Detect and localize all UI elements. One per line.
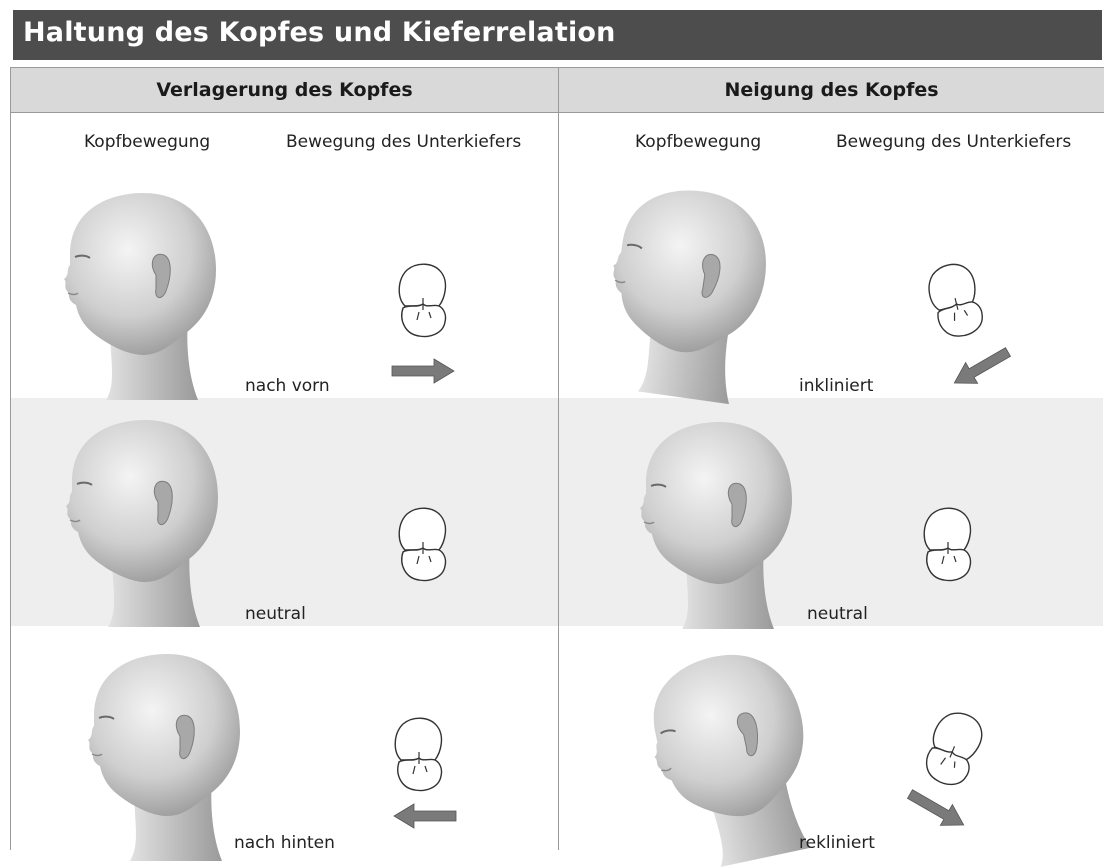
page-title: Haltung des Kopfes und Kieferrelation — [23, 17, 616, 48]
head-neutral-right-illustration — [624, 424, 804, 634]
label-forward: nach vorn — [245, 376, 330, 396]
column-divider — [558, 67, 559, 850]
jaw-neutral-left-illustration — [395, 512, 465, 592]
left-subheading-head: Kopfbewegung — [84, 132, 210, 152]
left-column-heading: Verlagerung des Kopfes — [11, 67, 558, 113]
arrow-inclined-icon — [948, 352, 1018, 392]
head-backward-illustration — [72, 656, 252, 866]
label-backward: nach hinten — [234, 833, 335, 853]
title-bar: Haltung des Kopfes und Kieferrelation — [13, 10, 1102, 60]
head-reclined-illustration — [636, 658, 816, 868]
head-forward-illustration — [48, 195, 228, 405]
arrow-forward-icon — [392, 371, 462, 401]
label-inclined: inkliniert — [799, 376, 873, 396]
jaw-forward-illustration — [395, 268, 465, 348]
right-subheading-jaw: Bewegung des Unterkiefers — [836, 132, 1071, 152]
arrow-reclined-icon — [906, 790, 976, 830]
head-inclined-illustration — [597, 192, 777, 402]
right-subheading-head: Kopfbewegung — [635, 132, 761, 152]
arrow-backward-icon — [392, 816, 462, 846]
label-neutral-left: neutral — [245, 604, 306, 624]
right-column-heading: Neigung des Kopfes — [559, 67, 1104, 113]
head-neutral-left-illustration — [50, 422, 230, 632]
jaw-neutral-right-illustration — [920, 512, 990, 592]
jaw-inclined-illustration — [928, 268, 998, 358]
left-subheading-jaw: Bewegung des Unterkiefers — [286, 132, 521, 152]
label-reclined: rekliniert — [799, 833, 875, 853]
jaw-backward-illustration — [391, 722, 461, 802]
label-neutral-right: neutral — [807, 604, 868, 624]
